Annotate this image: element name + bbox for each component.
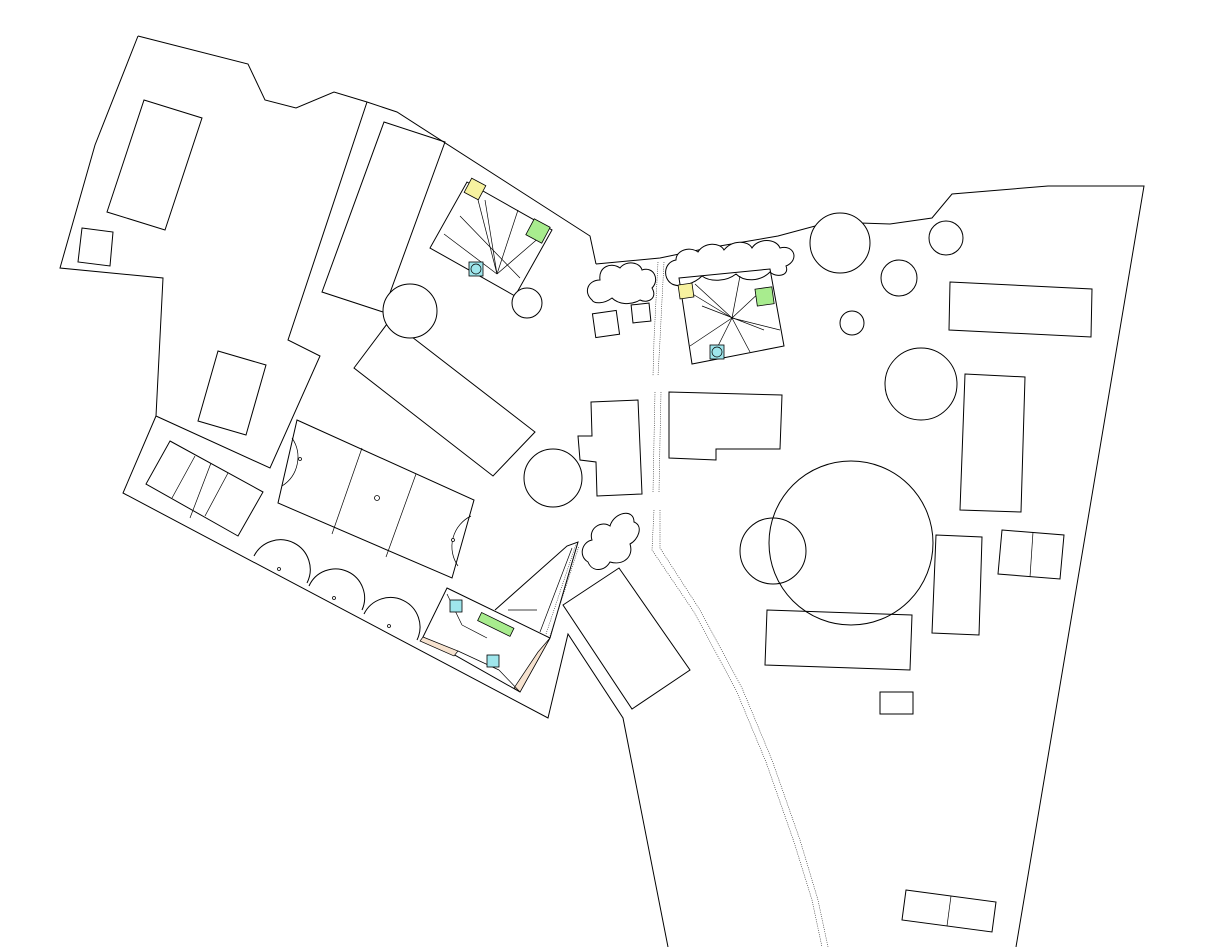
roof-vent-green-icon [754, 286, 775, 307]
building [197, 350, 267, 436]
roof-vent-yellow-icon [677, 282, 695, 300]
southwest-house [419, 541, 580, 693]
garage [997, 529, 1065, 580]
building [959, 373, 1026, 513]
east-house [677, 268, 785, 365]
shed [591, 309, 621, 339]
building [668, 391, 783, 461]
east-hedge [665, 240, 795, 287]
central-lane [651, 261, 829, 947]
east-buildings [764, 281, 1093, 933]
east-trees [739, 212, 964, 626]
building [764, 609, 913, 671]
garage-block [145, 440, 264, 537]
roof-vent-yellow-icon [463, 177, 487, 201]
central-buildings [562, 302, 783, 710]
building [562, 567, 691, 710]
building [353, 319, 536, 477]
building [948, 281, 1093, 338]
garage [901, 889, 997, 933]
building [931, 534, 983, 636]
west-house [429, 177, 553, 297]
roof-vent-cyan-icon [449, 599, 463, 613]
roof-vent-cyan-icon [486, 654, 500, 668]
west-trees [382, 283, 583, 508]
roof-vent-green-icon [525, 218, 551, 244]
building [577, 399, 643, 497]
house-outline [678, 268, 785, 365]
building [77, 227, 114, 267]
building [106, 99, 203, 231]
sports-field [277, 419, 475, 579]
shed [879, 691, 914, 715]
central-shrubs [581, 262, 657, 570]
west-inner-boundary [155, 101, 368, 469]
roof-strip-green-icon [477, 611, 515, 637]
building [321, 121, 446, 313]
semicircle-courts [253, 539, 421, 641]
shed [630, 302, 652, 324]
west-parcel-boundary [59, 35, 669, 947]
